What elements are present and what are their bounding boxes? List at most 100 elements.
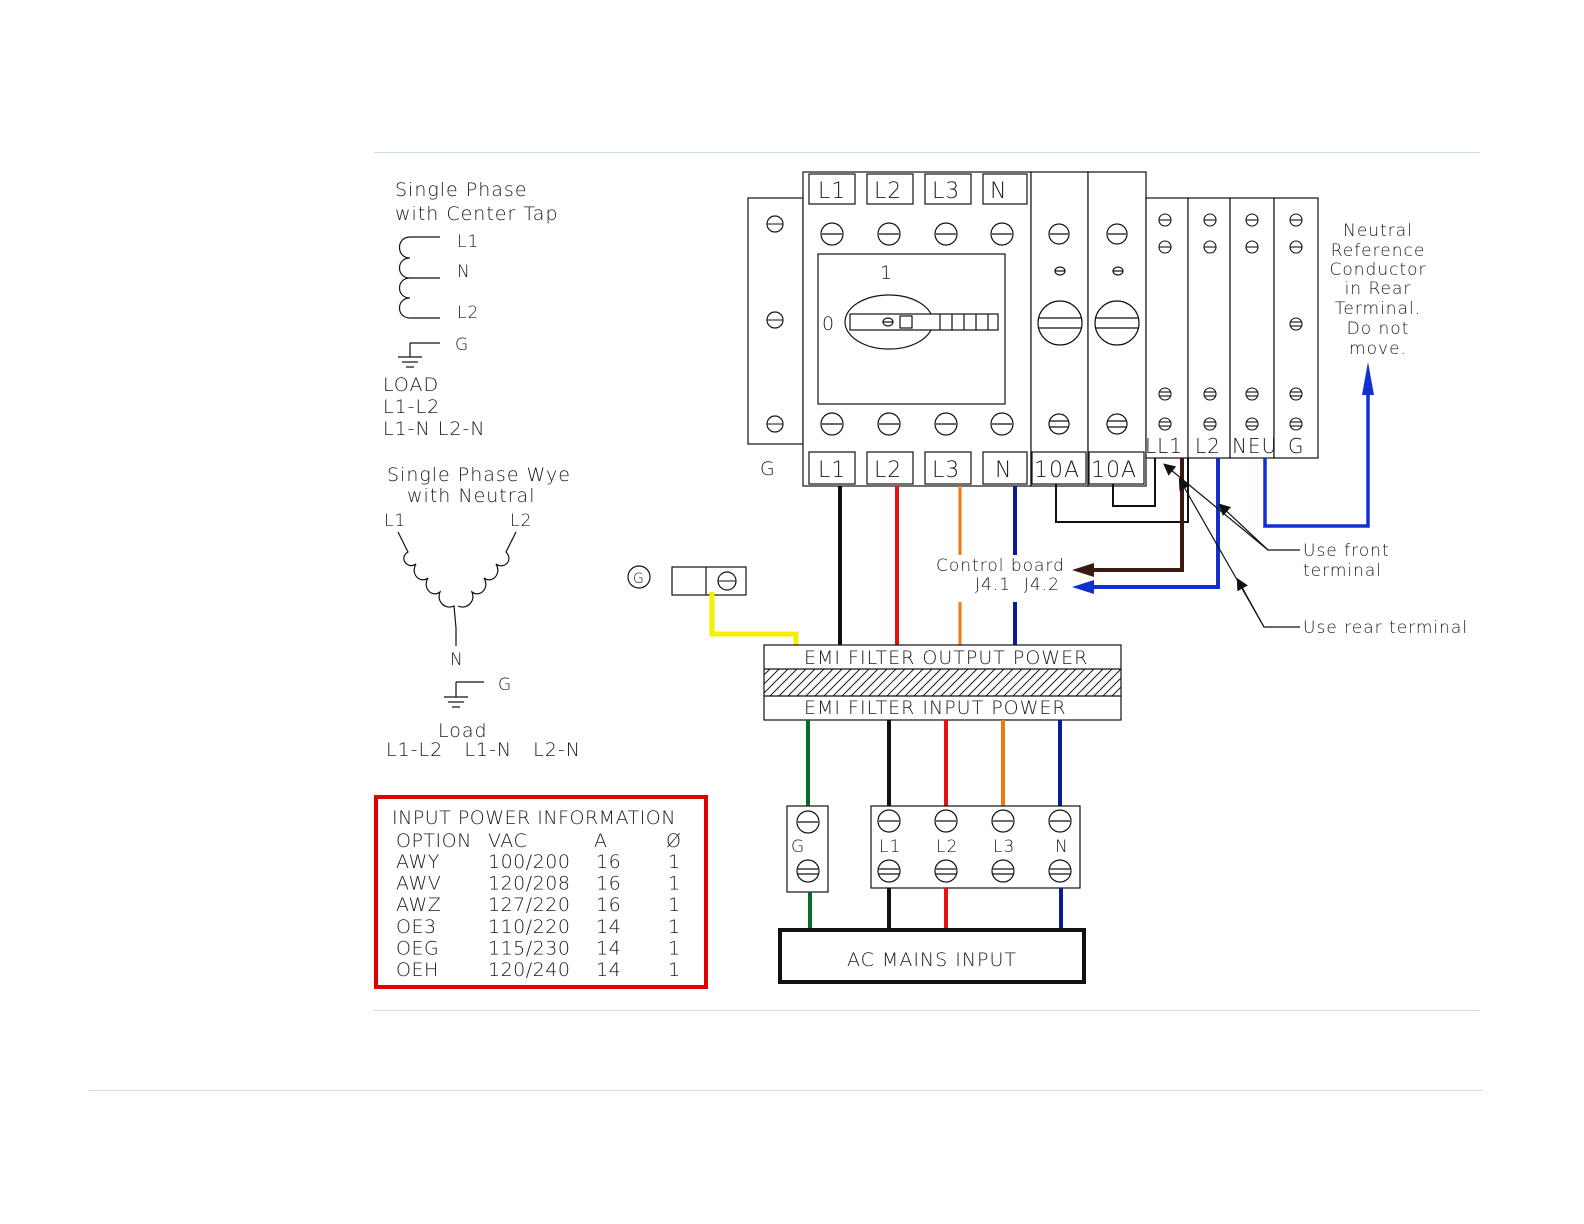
fuse-label-1: 10A bbox=[1034, 458, 1080, 483]
breaker-top-l1: L1 bbox=[818, 179, 846, 204]
power-table-cell: AWV bbox=[396, 873, 441, 895]
power-table-header-option: OPTION bbox=[396, 830, 472, 852]
power-table-cell: 1 bbox=[668, 873, 681, 895]
power-table-cell: OEG bbox=[396, 937, 439, 959]
neutral-reference-wire bbox=[1263, 380, 1370, 528]
wire-ground-yellow bbox=[709, 592, 799, 645]
power-table-cell: AWY bbox=[396, 851, 440, 873]
power-table-cell: 120/208 bbox=[488, 873, 570, 895]
wye-g: G bbox=[498, 675, 512, 695]
center-tap-load-2: L1-N L2-N bbox=[383, 418, 486, 440]
breaker-bottom-l1: L1 bbox=[818, 458, 846, 483]
input-terminals: G L1 L2 L3 N bbox=[786, 805, 1081, 893]
bottom-rule bbox=[88, 1090, 1482, 1091]
power-table: INPUT POWER INFORMATION OPTION VAC A Ø A… bbox=[374, 795, 708, 989]
wye-title-1: Single Phase Wye bbox=[387, 464, 571, 486]
wye-title-2: with Neutral bbox=[407, 485, 535, 507]
neutral-note: Neutral Reference Conductor in Rear Term… bbox=[1329, 221, 1426, 359]
power-table-header-a: A bbox=[594, 830, 608, 852]
breaker-bottom-l2-box bbox=[866, 451, 914, 485]
center-tap-l1: L1 bbox=[457, 232, 479, 252]
power-table-cell: 16 bbox=[596, 851, 621, 873]
center-tap-load-1: L1-L2 bbox=[383, 396, 440, 418]
wye-legend: Single Phase Wye with Neutral L1 L2 N G … bbox=[384, 464, 581, 761]
breaker-top-n-box bbox=[982, 173, 1028, 205]
breaker-top-l2: L2 bbox=[874, 179, 902, 204]
breaker-top-l2-box bbox=[866, 173, 914, 205]
wye-coils bbox=[397, 531, 517, 708]
breaker-top-n: N bbox=[990, 179, 1007, 204]
ac-mains-box bbox=[778, 928, 1086, 984]
breaker-top-l1-box bbox=[808, 173, 856, 205]
wye-l1: L1 bbox=[384, 511, 406, 531]
ground-stud-marker bbox=[627, 565, 651, 589]
breaker-position-1: 1 bbox=[880, 262, 893, 284]
breaker-bottom-n: N bbox=[995, 458, 1012, 483]
control-board-blue-wire bbox=[1090, 458, 1220, 589]
wye-n: N bbox=[450, 650, 464, 670]
fuse-label-box-1 bbox=[1031, 451, 1087, 485]
power-table-header-vac: VAC bbox=[488, 830, 527, 852]
breaker-bottom-l1-box bbox=[808, 451, 856, 485]
neutral-note-line-3: Conductor bbox=[1329, 260, 1426, 280]
breaker-ground-label: G bbox=[760, 458, 776, 480]
terminal-label-l2: L2 bbox=[1195, 434, 1221, 458]
control-board-pins: J4.1 J4.2 bbox=[975, 575, 1060, 595]
terminal-label-ll1: LL1 bbox=[1145, 434, 1183, 458]
center-tap-title-1: Single Phase bbox=[395, 179, 528, 201]
control-board-brown-wire bbox=[1090, 458, 1184, 572]
breaker-bottom-n-box bbox=[982, 451, 1028, 485]
wye-load-1: L1-L2 L1-N L2-N bbox=[386, 739, 581, 761]
control-board-brown-arrow bbox=[1072, 563, 1094, 577]
ground-stud-label: G bbox=[633, 571, 644, 587]
neutral-note-line-4: in Rear bbox=[1345, 279, 1412, 299]
breaker-position-0: 0 bbox=[822, 313, 835, 335]
power-table-border bbox=[374, 795, 708, 989]
terminal-block: LL1 L2 NEU G bbox=[1145, 197, 1319, 459]
power-table-cell: 1 bbox=[668, 916, 681, 938]
center-tap-load-title: LOAD bbox=[383, 374, 439, 396]
power-table-cell: 120/240 bbox=[488, 959, 570, 981]
center-tap-n: N bbox=[457, 262, 471, 282]
input-terminal-lines bbox=[870, 805, 1081, 889]
wye-l2: L2 bbox=[510, 511, 532, 531]
power-table-title: INPUT POWER INFORMATION bbox=[392, 807, 676, 829]
top-rule bbox=[374, 152, 1480, 153]
neutral-note-line-1: Neutral bbox=[1343, 221, 1413, 241]
power-table-cell: AWZ bbox=[396, 894, 441, 916]
use-rear-leader-2 bbox=[1178, 477, 1265, 628]
breaker-top-l3-box bbox=[924, 173, 972, 205]
power-table-cell: 14 bbox=[596, 916, 621, 938]
control-board-label: Control board bbox=[936, 556, 1065, 576]
ac-mains-label: AC MAINS INPUT bbox=[847, 949, 1017, 971]
power-table-cell: 127/220 bbox=[488, 894, 570, 916]
input-terminal-l2-label: L2 bbox=[936, 837, 958, 857]
emi-filter-input-label: EMI FILTER INPUT POWER bbox=[804, 697, 1067, 719]
control-board-blue-arrow bbox=[1072, 580, 1094, 594]
power-table-header-phase: Ø bbox=[666, 830, 681, 852]
terminal-label-neu: NEU bbox=[1232, 434, 1277, 458]
middle-rule bbox=[374, 1010, 1480, 1011]
breaker-assembly: G L1 L2 L3 N bbox=[747, 171, 1147, 487]
use-front-label-1: Use front bbox=[1303, 541, 1390, 561]
power-table-cell: OEH bbox=[396, 959, 439, 981]
neutral-note-line-6: Do not bbox=[1347, 319, 1410, 339]
fuse-label-box-2 bbox=[1088, 451, 1145, 485]
fuse2-output-wire bbox=[1112, 458, 1156, 507]
power-table-cell: 14 bbox=[596, 959, 621, 981]
power-table-cell: 14 bbox=[596, 937, 621, 959]
neutral-note-line-2: Reference bbox=[1331, 241, 1426, 261]
neutral-reference-arrow bbox=[1362, 362, 1374, 395]
transformer-coil bbox=[398, 236, 440, 368]
power-table-cell: 1 bbox=[668, 851, 681, 873]
power-table-cell: 115/230 bbox=[488, 937, 570, 959]
center-tap-title-2: with Center Tap bbox=[395, 203, 559, 225]
power-table-cell: 16 bbox=[596, 873, 621, 895]
input-terminal-g-label: G bbox=[791, 837, 805, 857]
neutral-note-line-7: move. bbox=[1349, 339, 1407, 359]
power-table-cell: 110/220 bbox=[488, 916, 570, 938]
input-terminal-l1-label: L1 bbox=[879, 837, 901, 857]
power-table-cell: 1 bbox=[668, 959, 681, 981]
